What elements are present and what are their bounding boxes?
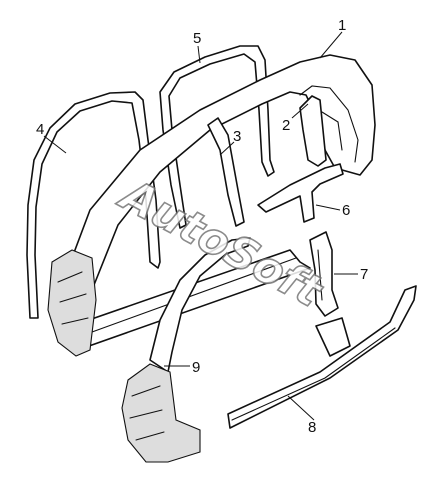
callout-8: 8 [308,419,316,436]
leader-lines [43,31,358,421]
leader-1 [319,31,343,59]
callout-labels: 1 2 3 4 5 6 7 8 9 [36,17,368,436]
part-6-b-pillar-reinforcement [257,163,344,223]
leader-2 [291,103,309,119]
callout-2: 2 [282,117,290,134]
part-4-front-door-weatherstrip [26,91,161,319]
leader-8 [287,395,315,421]
callout-6: 6 [342,202,350,219]
part-2-quarter-window-frame [299,95,327,167]
callout-1: 1 [338,17,346,34]
part-3-b-pillar-trim [207,117,245,227]
leader-3 [219,141,235,156]
callout-7: 7 [360,266,368,283]
leader-6 [315,204,341,211]
part-7-lower-b-pillar [309,231,339,317]
callout-5: 5 [193,30,201,47]
part-8-rocker-reinforcement [227,285,417,429]
leader-4 [43,135,67,154]
front-hinge-pillar-upper [47,249,97,357]
leader-5 [197,45,201,64]
part-9-a-pillar-assembly [121,237,251,463]
callout-9: 9 [192,359,200,376]
callout-4: 4 [36,121,44,138]
callout-3: 3 [233,128,241,145]
